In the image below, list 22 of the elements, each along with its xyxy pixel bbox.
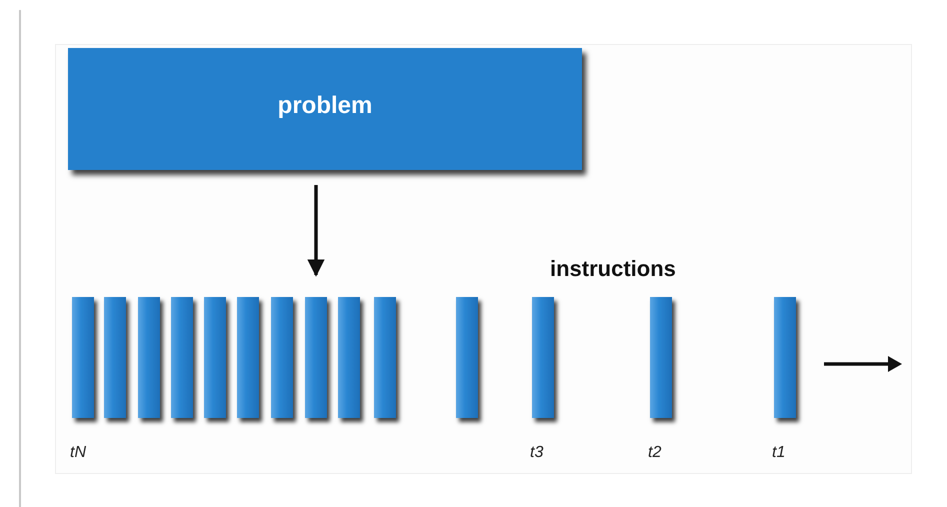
instruction-bar — [650, 297, 672, 418]
instruction-bar — [171, 297, 193, 418]
time-label: t3 — [530, 444, 544, 462]
instruction-bar — [456, 297, 478, 418]
instruction-bar — [338, 297, 360, 418]
time-label: t1 — [772, 444, 786, 462]
instruction-bar — [237, 297, 259, 418]
group-label: instructions — [550, 256, 676, 282]
instruction-bar — [104, 297, 126, 418]
process-box — [68, 48, 582, 170]
instruction-bar — [532, 297, 554, 418]
instruction-bar — [374, 297, 396, 418]
arrow — [307, 185, 325, 277]
instruction-bar — [138, 297, 160, 418]
instruction-bar — [72, 297, 94, 418]
box-label: problem — [278, 92, 372, 120]
instruction-bar — [204, 297, 226, 418]
time-label: tN — [70, 444, 86, 462]
instruction-bar — [774, 297, 796, 418]
instruction-bar — [305, 297, 327, 418]
instruction-bar — [271, 297, 293, 418]
time-label: t2 — [648, 444, 662, 462]
